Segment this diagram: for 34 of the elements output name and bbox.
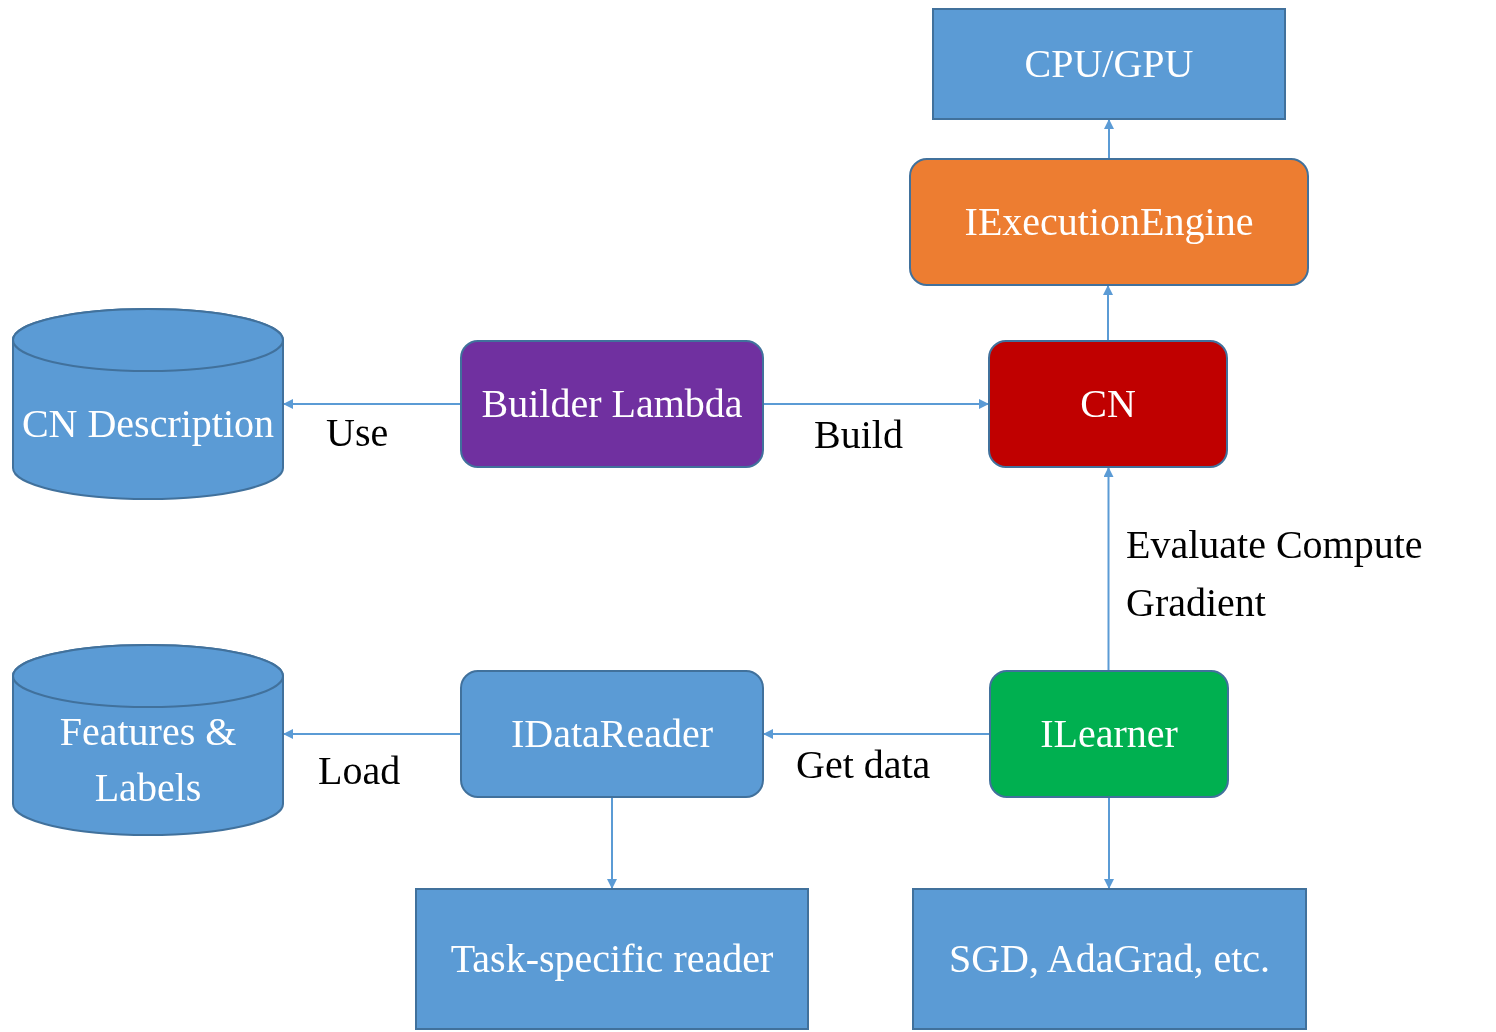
arrow	[283, 399, 461, 409]
edge-label: Use	[326, 409, 390, 457]
node-label: Features & Labels	[58, 708, 238, 812]
arrow	[1103, 285, 1113, 341]
node-label: SGD, AdaGrad, etc.	[947, 935, 1271, 983]
process-box	[932, 8, 1286, 120]
node-label: Task-specific reader	[449, 935, 775, 983]
edge-label: Get data	[796, 741, 932, 789]
database-cylinder	[12, 308, 284, 500]
arrow	[1104, 119, 1114, 159]
node-label: Builder Lambda	[480, 380, 744, 428]
process-box	[415, 888, 809, 1030]
arrow	[1104, 797, 1114, 889]
process-box	[912, 888, 1307, 1030]
node-label: IExecutionEngine	[963, 198, 1255, 246]
arrow	[283, 729, 461, 739]
node-label: IDataReader	[509, 710, 715, 758]
node-label: CN Description	[20, 400, 276, 448]
arrow	[763, 729, 990, 739]
edge-label: Load	[318, 747, 402, 795]
edge-label: Evaluate Compute Gradient	[1126, 521, 1424, 627]
process-box	[989, 670, 1229, 798]
edge-label: Build	[814, 411, 904, 459]
arrow	[763, 399, 989, 409]
process-box	[460, 670, 764, 798]
process-box	[988, 340, 1228, 468]
arrow	[1103, 467, 1114, 671]
process-box	[460, 340, 764, 468]
node-label: CPU/GPU	[1023, 40, 1195, 88]
arrow	[607, 797, 617, 889]
node-label: ILearner	[1039, 710, 1179, 758]
database-cylinder	[12, 644, 284, 836]
process-box	[909, 158, 1309, 286]
node-label: CN	[1079, 380, 1137, 428]
